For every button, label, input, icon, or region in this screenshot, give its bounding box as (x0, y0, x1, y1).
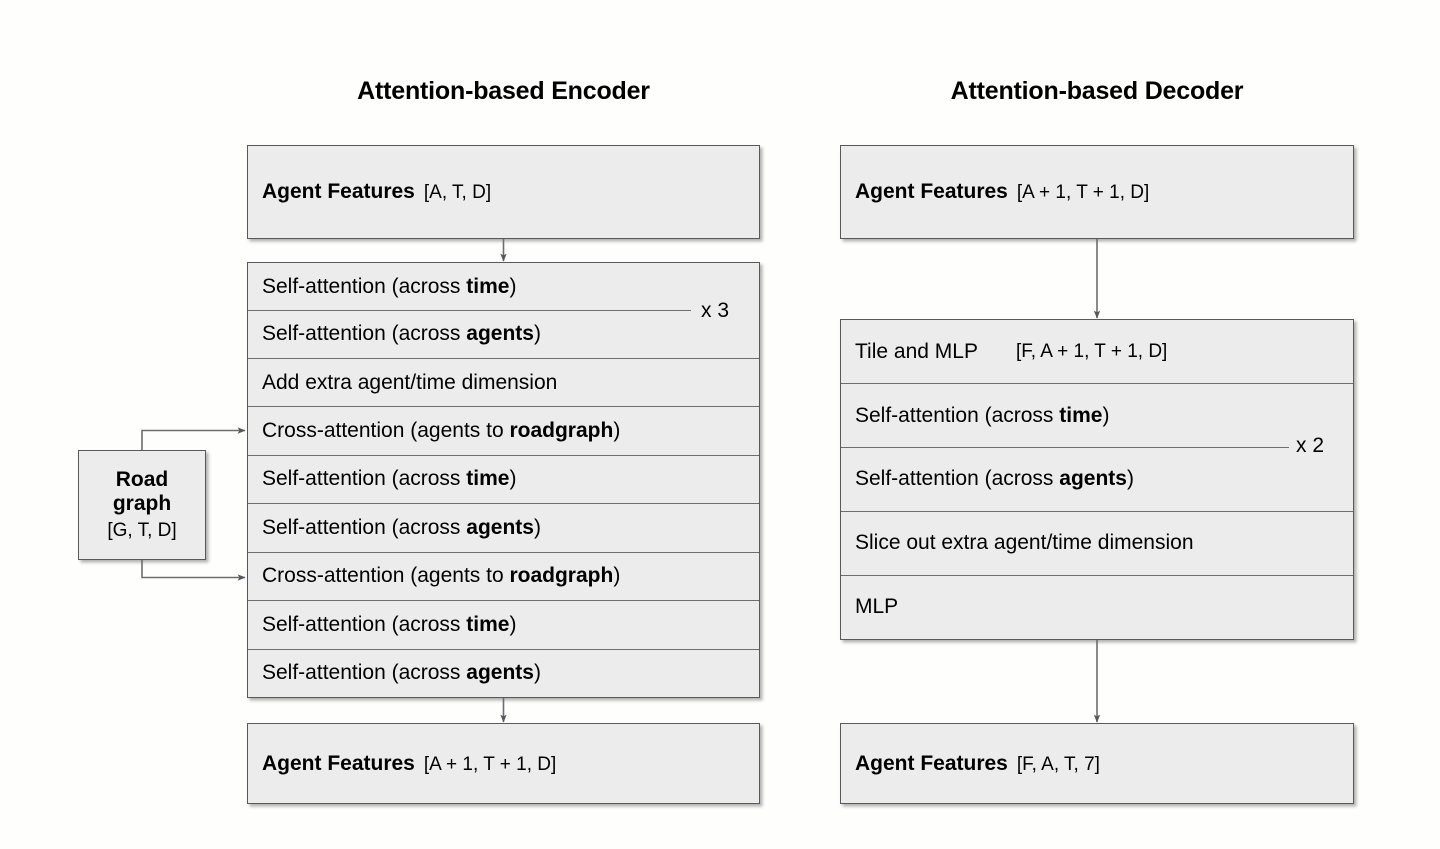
encoder-output-name: Agent Features (262, 751, 415, 775)
decoder-layer-text: MLP (855, 595, 899, 619)
encoder-layer-text: Self-attention (across agents) (262, 515, 541, 539)
decoder-input-name: Agent Features (855, 180, 1008, 203)
decoder-output-shape: [F, A, T, 7] (1016, 753, 1100, 775)
encoder-layer-row: Self-attention (across time) (248, 601, 759, 650)
roadgraph-shape: [G, T, D] (107, 520, 177, 542)
encoder-layer-row: Add extra agent/time dimension (248, 359, 759, 408)
encoder-layer-text: Self-attention (across time) (262, 467, 517, 491)
encoder-input-label: Agent Features [A, T, D] (248, 180, 491, 204)
encoder-layer-row: Self-attention (across agents) (248, 650, 759, 697)
encoder-layer-text: Self-attention (across time) (262, 612, 517, 636)
encoder-layer-row: Self-attention (across time) (248, 456, 759, 505)
encoder-layer-row: Self-attention (across agents) (248, 504, 759, 553)
decoder-layer-row: Self-attention (across agents) (841, 447, 1353, 512)
decoder-layer-row: Tile and MLP [F, A + 1, T + 1, D] (841, 320, 1353, 385)
decoder-layer-row: MLP (841, 576, 1353, 639)
decoder-output-name: Agent Features (855, 751, 1008, 775)
decoder-title: Attention-based Decoder (950, 77, 1244, 105)
decoder-layer-text: Slice out extra agent/time dimension (855, 531, 1194, 555)
encoder-layer-row: Self-attention (across agents) (248, 310, 759, 359)
decoder-layer-row: Slice out extra agent/time dimension (841, 512, 1353, 576)
encoder-input-name: Agent Features (262, 180, 415, 203)
decoder-layer-shape: [F, A + 1, T + 1, D] (1015, 340, 1168, 362)
encoder-layer-row: Cross-attention (agents to roadgraph) (248, 407, 759, 456)
decoder-output-box: Agent Features [F, A, T, 7] (840, 723, 1354, 804)
encoder-layer-row: Self-attention (across time) (248, 263, 759, 312)
encoder-layer-text: Cross-attention (agents to roadgraph) (262, 564, 621, 588)
encoder-repeat-label: x 3 (701, 299, 730, 322)
encoder-layer-text: Self-attention (across time) (262, 274, 517, 298)
decoder-layer-text: Tile and MLP (855, 339, 978, 363)
encoder-layer-row: Cross-attention (agents to roadgraph) (248, 553, 759, 602)
decoder-input-box: Agent Features [A + 1, T + 1, D] (840, 145, 1354, 239)
roadgraph-to-cross-attention-2-arrow (141, 560, 246, 581)
decoder-output-label: Agent Features [F, A, T, 7] (841, 752, 1100, 776)
roadgraph-name-line2: graph (112, 492, 172, 516)
decoder-input-label: Agent Features [A + 1, T + 1, D] (841, 180, 1149, 204)
decoder-input-shape: [A + 1, T + 1, D] (1016, 182, 1150, 203)
encoder-title: Attention-based Encoder (357, 77, 650, 105)
decoder-layer-row: Self-attention (across time) (841, 384, 1353, 449)
encoder-layer-stack: Self-attention (across time) Self-attent… (247, 262, 760, 698)
encoder-layer-text: Self-attention (across agents) (262, 322, 541, 346)
encoder-input-shape: [A, T, D] (423, 182, 492, 203)
decoder-repeat-label: x 2 (1296, 434, 1325, 457)
encoder-output-box: Agent Features [A + 1, T + 1, D] (247, 723, 760, 804)
encoder-input-box: Agent Features [A, T, D] (247, 145, 760, 239)
encoder-layer-text: Cross-attention (agents to roadgraph) (262, 419, 621, 443)
decoder-layer-text: Self-attention (across agents) (855, 467, 1134, 490)
decoder-layer-text: Self-attention (across time) (855, 403, 1110, 427)
encoder-layer-text: Add extra agent/time dimension (262, 370, 558, 394)
decoder-layer-stack: Tile and MLP [F, A + 1, T + 1, D] Self-at… (840, 319, 1354, 640)
roadgraph-box: Road graph [G, T, D] (78, 450, 206, 560)
encoder-output-label: Agent Features [A + 1, T + 1, D] (248, 752, 556, 776)
roadgraph-name-line1: Road (115, 467, 169, 491)
roadgraph-to-cross-attention-1-arrow (141, 427, 246, 450)
encoder-output-shape: [A + 1, T + 1, D] (423, 753, 557, 775)
encoder-layer-text: Self-attention (across agents) (262, 661, 541, 685)
